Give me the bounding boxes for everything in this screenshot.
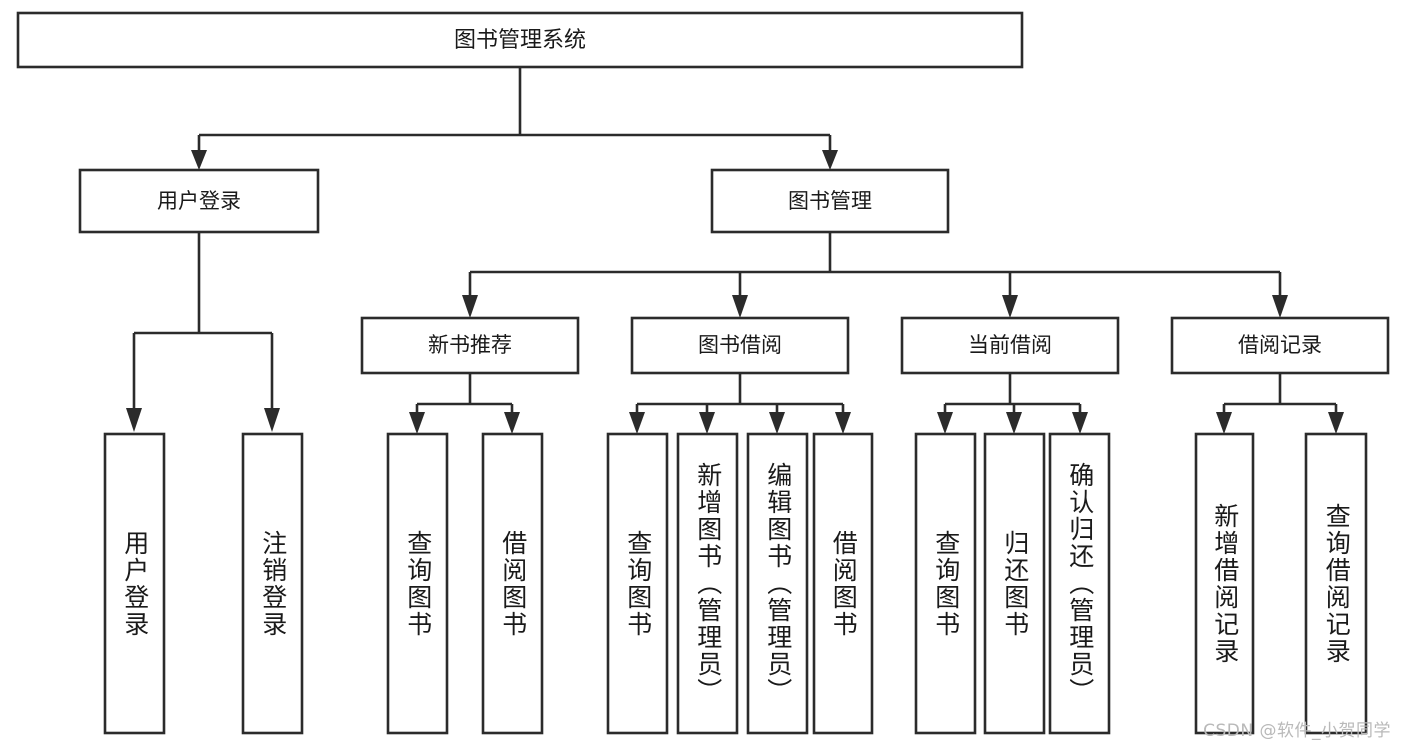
node-leaf-query-record-box[interactable] — [1304, 432, 1368, 735]
node-book-manage-box[interactable] — [710, 168, 950, 234]
node-leaf-borrow-book-2-box[interactable] — [812, 432, 874, 735]
arrow-head-leaf-add-record — [1216, 412, 1232, 434]
node-root-box[interactable] — [16, 11, 1024, 69]
node-book-manage[interactable]: 图书管理 — [710, 168, 950, 234]
arrow-head-leaf-add-book — [699, 412, 715, 434]
node-new-book-rec-label: 新书推荐 — [428, 333, 512, 357]
arrow-head-leaf-return-book — [1006, 412, 1022, 434]
node-new-book-rec-box[interactable] — [360, 316, 580, 375]
node-leaf-confirm-return-box[interactable] — [1048, 432, 1111, 735]
node-borrow-record[interactable]: 借阅记录 — [1170, 316, 1390, 375]
connector-group-user-login-to-leaves — [126, 232, 280, 432]
node-root-label: 图书管理系统 — [454, 28, 586, 53]
connector-group-current-borrow-to-leaves — [937, 373, 1088, 434]
connector-group-book-manage-to-tier3 — [462, 232, 1288, 318]
node-borrow-record-label: 借阅记录 — [1238, 333, 1322, 357]
node-leaf-logout-box[interactable] — [241, 432, 304, 735]
arrow-head-leaf-query-book-3 — [937, 412, 953, 434]
watermark-text: CSDN @软件_小贺同学 — [1203, 721, 1391, 741]
arrow-head-leaf-borrow-book-2 — [835, 412, 851, 434]
node-leaf-return-book-box[interactable] — [983, 432, 1046, 735]
connector-group-root-to-tier2 — [191, 67, 838, 170]
arrow-head-new-book-rec — [462, 295, 478, 318]
node-leaf-user-login-box[interactable] — [103, 432, 166, 735]
arrow-head-leaf-confirm-return — [1072, 412, 1088, 434]
arrow-head-leaf-query-record — [1328, 412, 1344, 434]
node-book-manage-label: 图书管理 — [788, 189, 872, 213]
arrow-head-user-login — [191, 150, 207, 170]
node-new-book-rec[interactable]: 新书推荐 — [360, 316, 580, 375]
arrow-head-book-borrow — [732, 295, 748, 318]
connector-group-book-borrow-to-leaves — [629, 373, 851, 434]
node-user-login-box[interactable] — [78, 168, 320, 234]
node-leaf-add-record-box[interactable] — [1194, 432, 1255, 735]
arrow-head-leaf-edit-book — [769, 412, 785, 434]
arrow-head-book-manage — [822, 150, 838, 170]
connector-group-borrow-record-to-leaves — [1216, 373, 1344, 434]
arrow-head-leaf-user-login — [126, 408, 142, 432]
node-leaf-edit-book-box[interactable] — [746, 432, 809, 735]
connector-group-new-book-rec-to-leaves — [409, 373, 520, 434]
arrow-head-borrow-record — [1272, 295, 1288, 318]
node-leaf-borrow-book-1-box[interactable] — [481, 432, 544, 735]
node-current-borrow-box[interactable] — [900, 316, 1120, 375]
node-current-borrow[interactable]: 当前借阅 — [900, 316, 1120, 375]
node-current-borrow-label: 当前借阅 — [968, 333, 1052, 357]
node-user-login[interactable]: 用户登录 — [78, 168, 320, 234]
node-book-borrow-box[interactable] — [630, 316, 850, 375]
node-borrow-record-box[interactable] — [1170, 316, 1390, 375]
node-book-borrow[interactable]: 图书借阅 — [630, 316, 850, 375]
arrow-head-leaf-query-book-1 — [409, 412, 425, 434]
node-user-login-label: 用户登录 — [157, 189, 241, 213]
node-leaf-add-book-box[interactable] — [676, 432, 739, 735]
arrow-head-leaf-borrow-book-1 — [504, 412, 520, 434]
node-leaf-query-book-3-box[interactable] — [914, 432, 977, 735]
node-book-borrow-label: 图书借阅 — [698, 333, 782, 357]
node-leaf-query-book-1-box[interactable] — [386, 432, 449, 735]
node-leaf-query-book-2-box[interactable] — [606, 432, 669, 735]
arrow-head-leaf-logout — [264, 408, 280, 432]
arrow-head-current-borrow — [1002, 295, 1018, 318]
arrow-head-leaf-query-book-2 — [629, 412, 645, 434]
leaf-boxes-group — [103, 432, 1368, 735]
node-root[interactable]: 图书管理系统 — [16, 11, 1024, 69]
